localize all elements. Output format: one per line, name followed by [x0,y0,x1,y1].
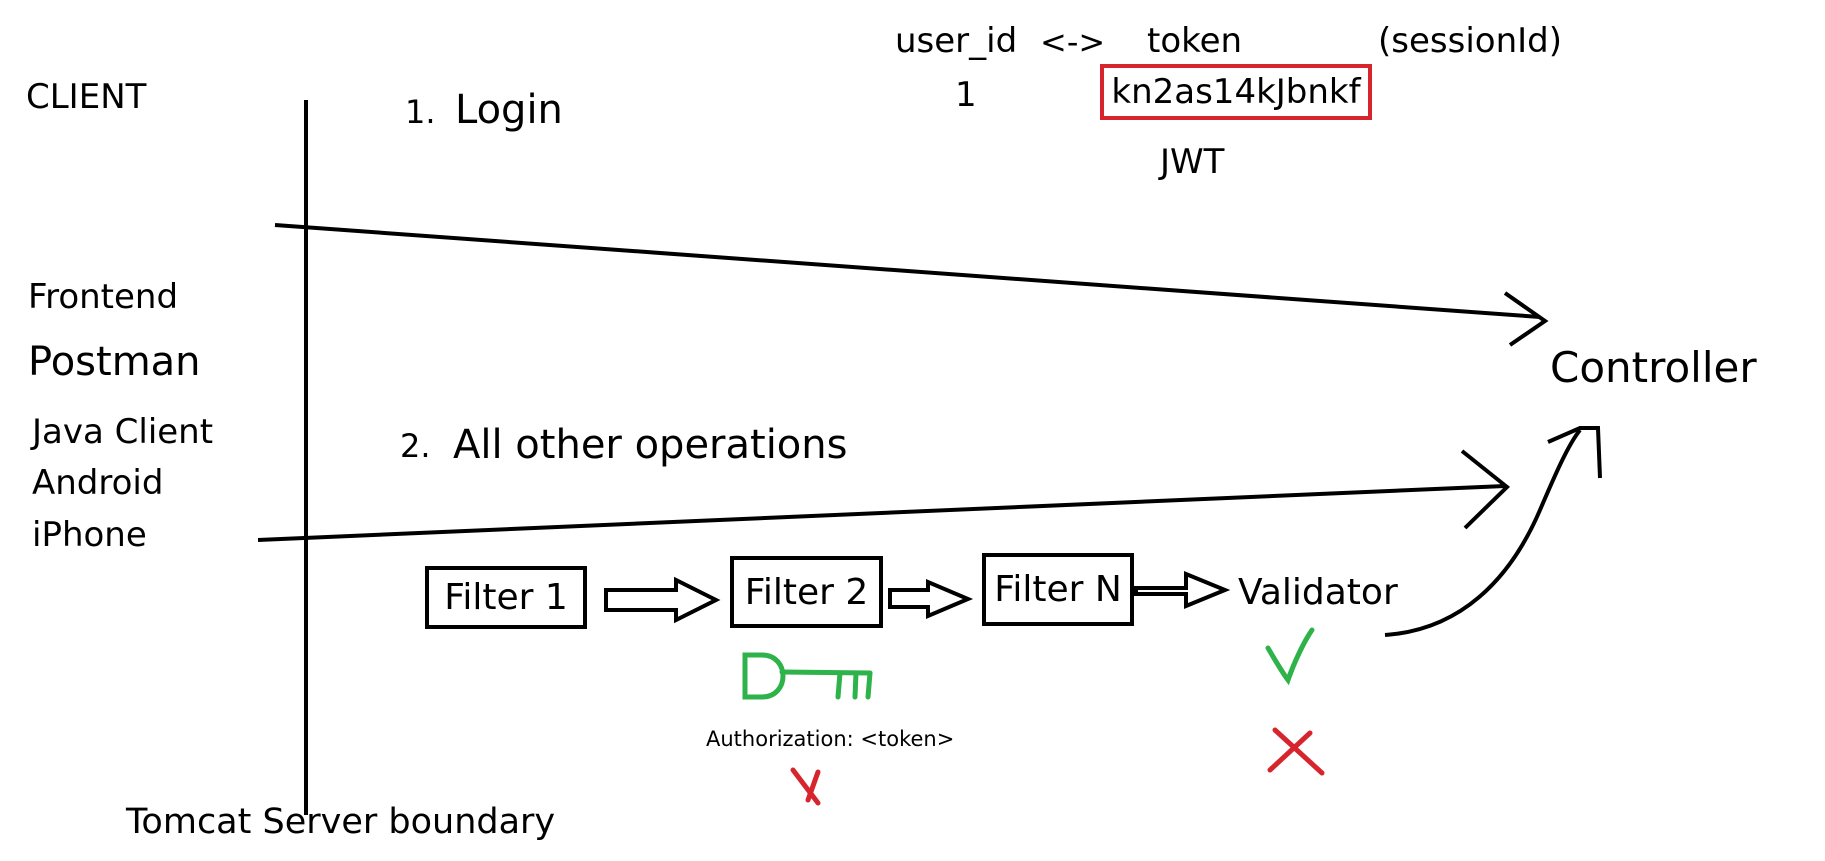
client-title: CLIENT [26,77,147,117]
validator-to-controller-arrowhead [1547,426,1602,479]
block-arrow-1 [604,576,721,624]
jwt-label: JWT [1160,142,1225,182]
block-arrow-2 [888,578,974,620]
operations-arrow-head [1460,449,1511,530]
controller-label: Controller [1550,343,1757,392]
mapping-arrow-text: <-> [1040,23,1106,61]
login-arrow-head [1503,291,1549,347]
client-item-iphone: iPhone [32,515,147,555]
authorization-label: Authorization: <token> [706,727,955,751]
key-icon [742,652,873,700]
token-value-box: kn2as14kJbnkf [1100,64,1372,120]
token-value: kn2as14kJbnkf [1111,72,1361,112]
client-item-frontend: Frontend [28,277,179,317]
user-id-header: user_id [895,21,1018,61]
client-item-android: Android [32,463,164,503]
validator-label: Validator [1238,572,1398,613]
operations-arrow-line [257,484,1506,542]
block-arrow-3 [1134,571,1231,609]
step-2-number: 2. [400,427,431,465]
session-id-header: (sessionId) [1378,21,1562,61]
client-item-java-client: Java Client [32,412,214,452]
user-id-value: 1 [955,75,977,115]
validator-to-controller-arrow [1384,428,1582,637]
filter-1-box: Filter 1 [425,566,587,629]
checkmark-icon [1265,627,1315,686]
client-item-postman: Postman [28,339,201,385]
step-1-label: Login [455,87,563,133]
filter-2-box: Filter 2 [730,556,883,628]
filter-n-box: Filter N [982,553,1134,626]
login-arrow-line [274,223,1541,319]
token-header: token [1147,21,1243,61]
auth-reject-x-icon [790,767,821,806]
tomcat-boundary-label: Tomcat Server boundary [126,802,556,842]
step-1-number: 1. [405,93,436,131]
filter-2-label: Filter 2 [744,571,869,613]
filter-n-label: Filter N [994,569,1122,610]
step-2-label: All other operations [453,422,848,468]
validator-reject-x-icon [1267,727,1325,776]
filter-1-label: Filter 1 [444,577,568,618]
